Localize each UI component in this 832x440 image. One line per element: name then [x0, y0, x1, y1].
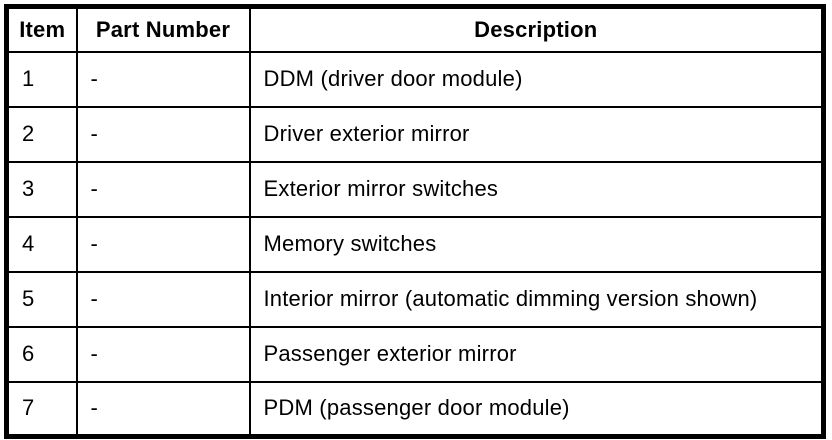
parts-list-table: Item Part Number Description 1 - DDM (dr…: [4, 4, 826, 439]
item-cell: 3: [5, 160, 78, 218]
item-column-header: Item: [5, 5, 78, 53]
table-row: 2 - Driver exterior mirror: [5, 105, 825, 163]
item-cell: 7: [5, 380, 78, 438]
description-cell: PDM (passenger door module): [248, 380, 825, 438]
item-cell: 6: [5, 325, 78, 383]
item-cell: 2: [5, 105, 78, 163]
part-number-cell: -: [75, 105, 251, 163]
item-cell: 5: [5, 270, 78, 328]
table-header-row: Item Part Number Description: [5, 5, 825, 53]
part-number-cell: -: [75, 380, 251, 438]
table-row: 7 - PDM (passenger door module): [5, 380, 825, 438]
table-row: 1 - DDM (driver door module): [5, 50, 825, 108]
description-cell: Passenger exterior mirror: [248, 325, 825, 383]
table-row: 3 - Exterior mirror switches: [5, 160, 825, 218]
part-number-column-header: Part Number: [75, 5, 251, 53]
table-row: 5 - Interior mirror (automatic dimming v…: [5, 270, 825, 328]
description-cell: Interior mirror (automatic dimming versi…: [248, 270, 825, 328]
part-number-cell: -: [75, 215, 251, 273]
table-row: 4 - Memory switches: [5, 215, 825, 273]
description-cell: DDM (driver door module): [248, 50, 825, 108]
item-cell: 1: [5, 50, 78, 108]
part-number-cell: -: [75, 160, 251, 218]
description-cell: Driver exterior mirror: [248, 105, 825, 163]
part-number-cell: -: [75, 270, 251, 328]
item-cell: 4: [5, 215, 78, 273]
description-column-header: Description: [248, 5, 825, 53]
description-cell: Exterior mirror switches: [248, 160, 825, 218]
table-row: 6 - Passenger exterior mirror: [5, 325, 825, 383]
part-number-cell: -: [75, 50, 251, 108]
part-number-cell: -: [75, 325, 251, 383]
description-cell: Memory switches: [248, 215, 825, 273]
